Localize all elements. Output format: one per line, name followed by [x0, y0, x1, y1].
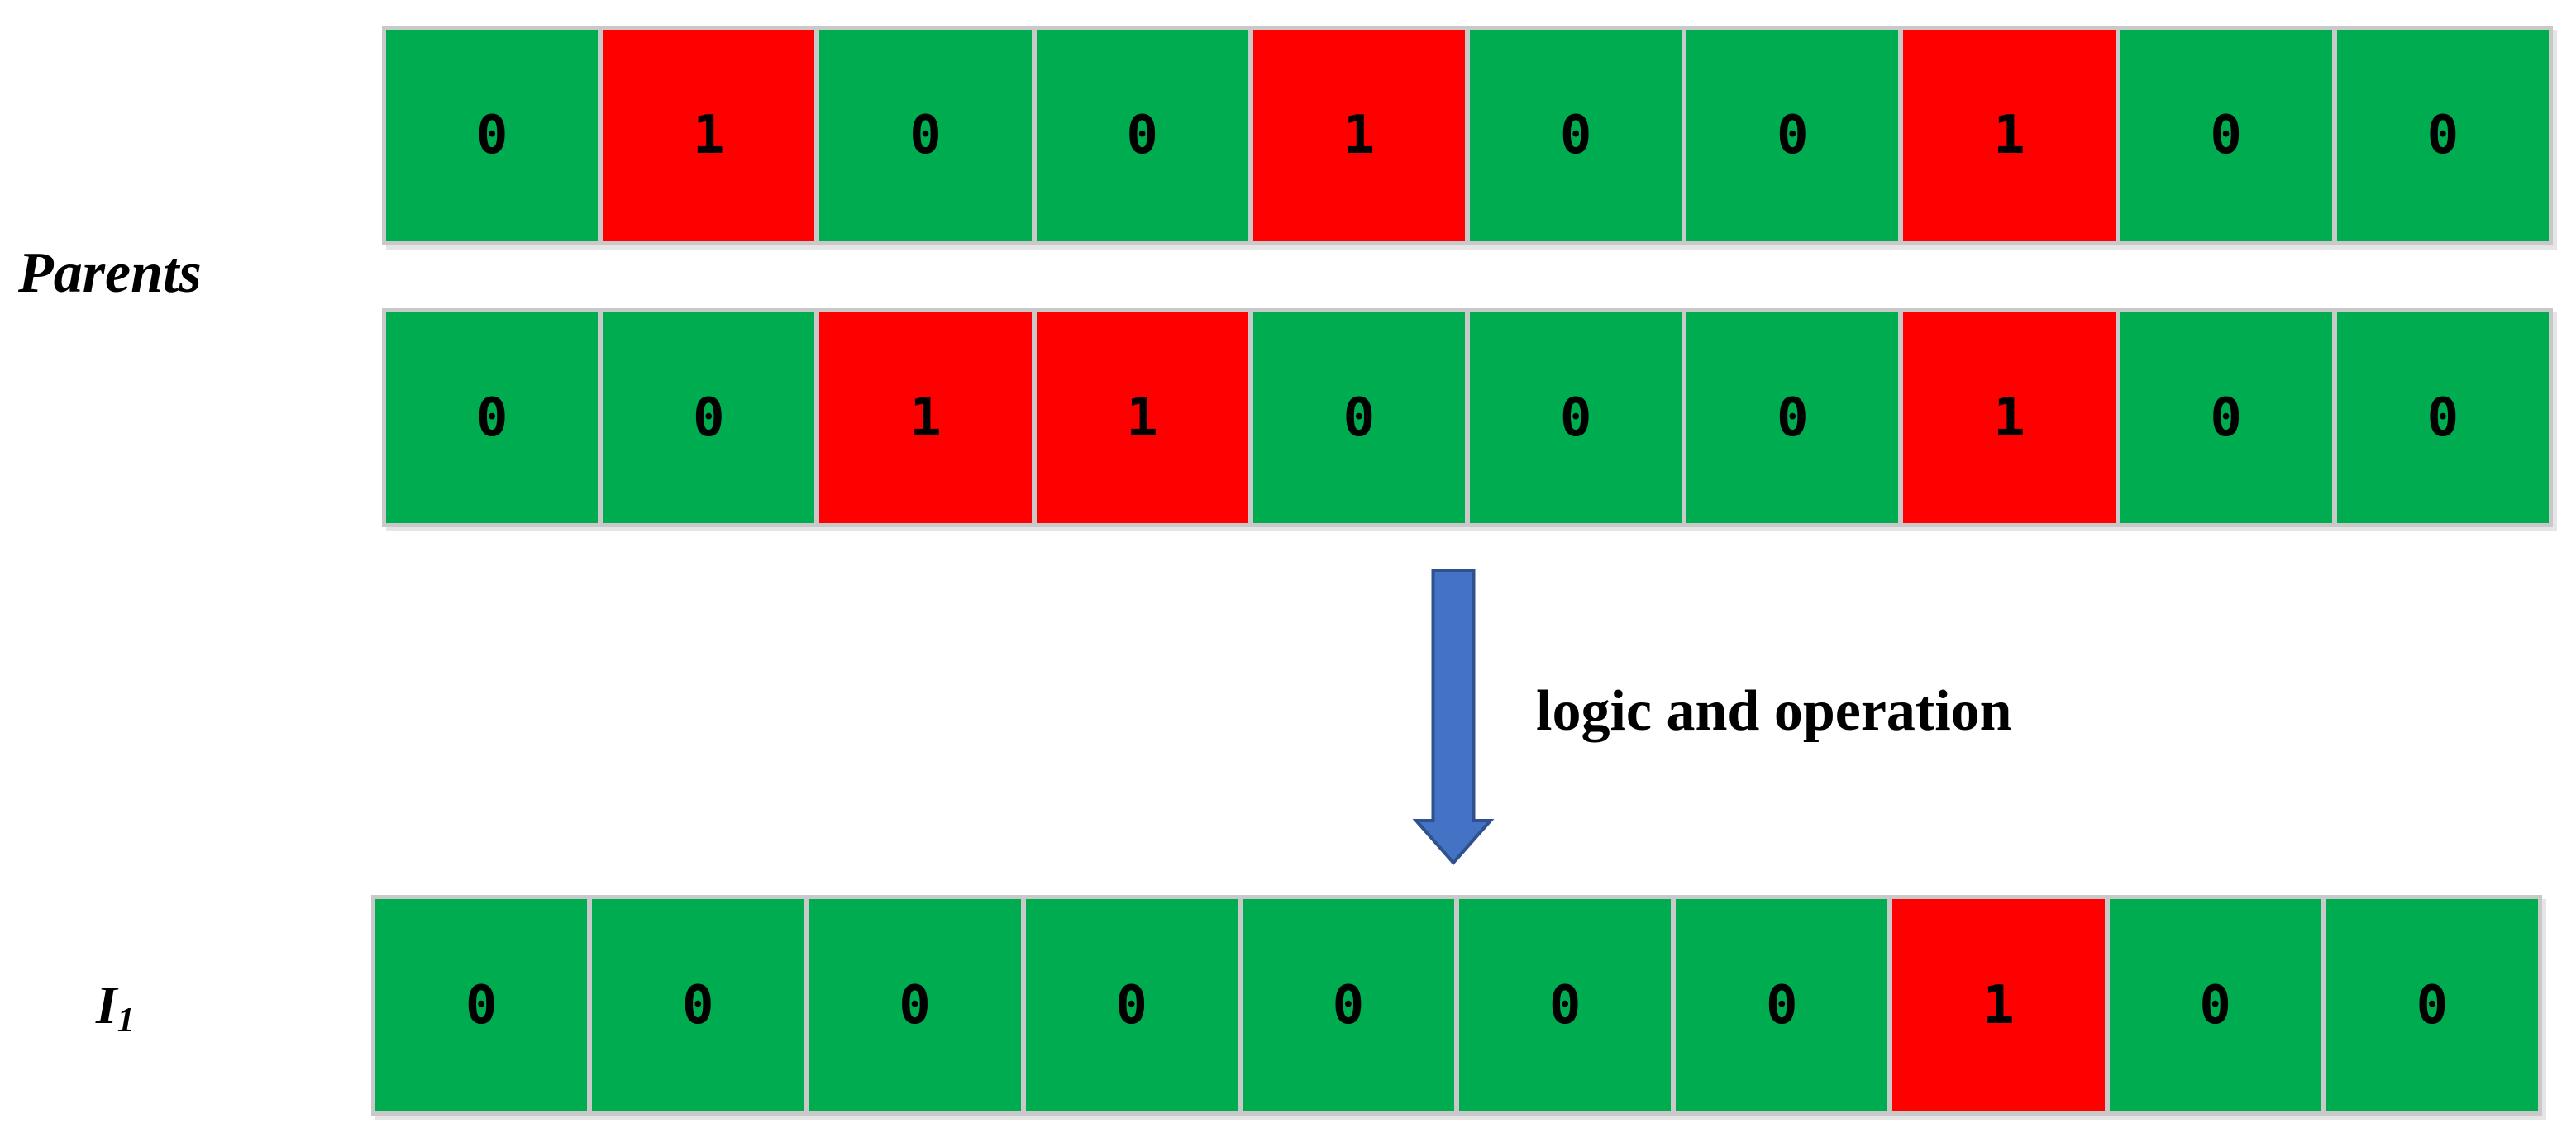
gene-cell: 0	[1470, 312, 1682, 523]
gene-cell: 0	[1686, 312, 1899, 523]
gene-cell: 0	[2120, 30, 2332, 241]
operation-label: logic and operation	[1536, 679, 2012, 743]
gene-cell: 0	[819, 30, 1032, 241]
gene-cell: 0	[603, 312, 815, 523]
gene-cell: 0	[386, 312, 599, 523]
gene-cell: 0	[1470, 30, 1682, 241]
gene-cell: 1	[1903, 312, 2116, 523]
offspring-label-base: I	[96, 975, 117, 1035]
offspring-label: I1	[96, 975, 135, 1040]
gene-cell: 0	[1242, 899, 1454, 1111]
gene-cell: 0	[386, 30, 599, 241]
gene-cell: 1	[1892, 899, 2105, 1111]
offspring-label-subscript: 1	[117, 1002, 135, 1040]
gene-cell: 0	[2336, 30, 2549, 241]
gene-cell: 0	[1676, 899, 1888, 1111]
gene-cell: 0	[2120, 312, 2332, 523]
gene-cell: 0	[592, 899, 804, 1111]
gene-cell: 0	[1036, 30, 1248, 241]
gene-cell: 0	[2109, 899, 2321, 1111]
gene-cell: 0	[1459, 899, 1672, 1111]
gene-cell: 0	[375, 899, 588, 1111]
gene-cell: 0	[1686, 30, 1899, 241]
gene-cell: 0	[2326, 899, 2538, 1111]
gene-cell: 1	[819, 312, 1032, 523]
gene-cell: 0	[809, 899, 1021, 1111]
gene-cell: 0	[1025, 899, 1238, 1111]
gene-cell: 1	[1252, 30, 1465, 241]
gene-cell: 1	[1903, 30, 2116, 241]
gene-cell: 0	[1252, 312, 1465, 523]
down-arrow-shape	[1412, 569, 1495, 866]
parents-label: Parents	[18, 241, 202, 305]
gene-cell: 0	[2336, 312, 2549, 523]
down-arrow-icon	[1410, 569, 1496, 866]
gene-cell: 1	[603, 30, 815, 241]
gene-cell: 1	[1036, 312, 1248, 523]
